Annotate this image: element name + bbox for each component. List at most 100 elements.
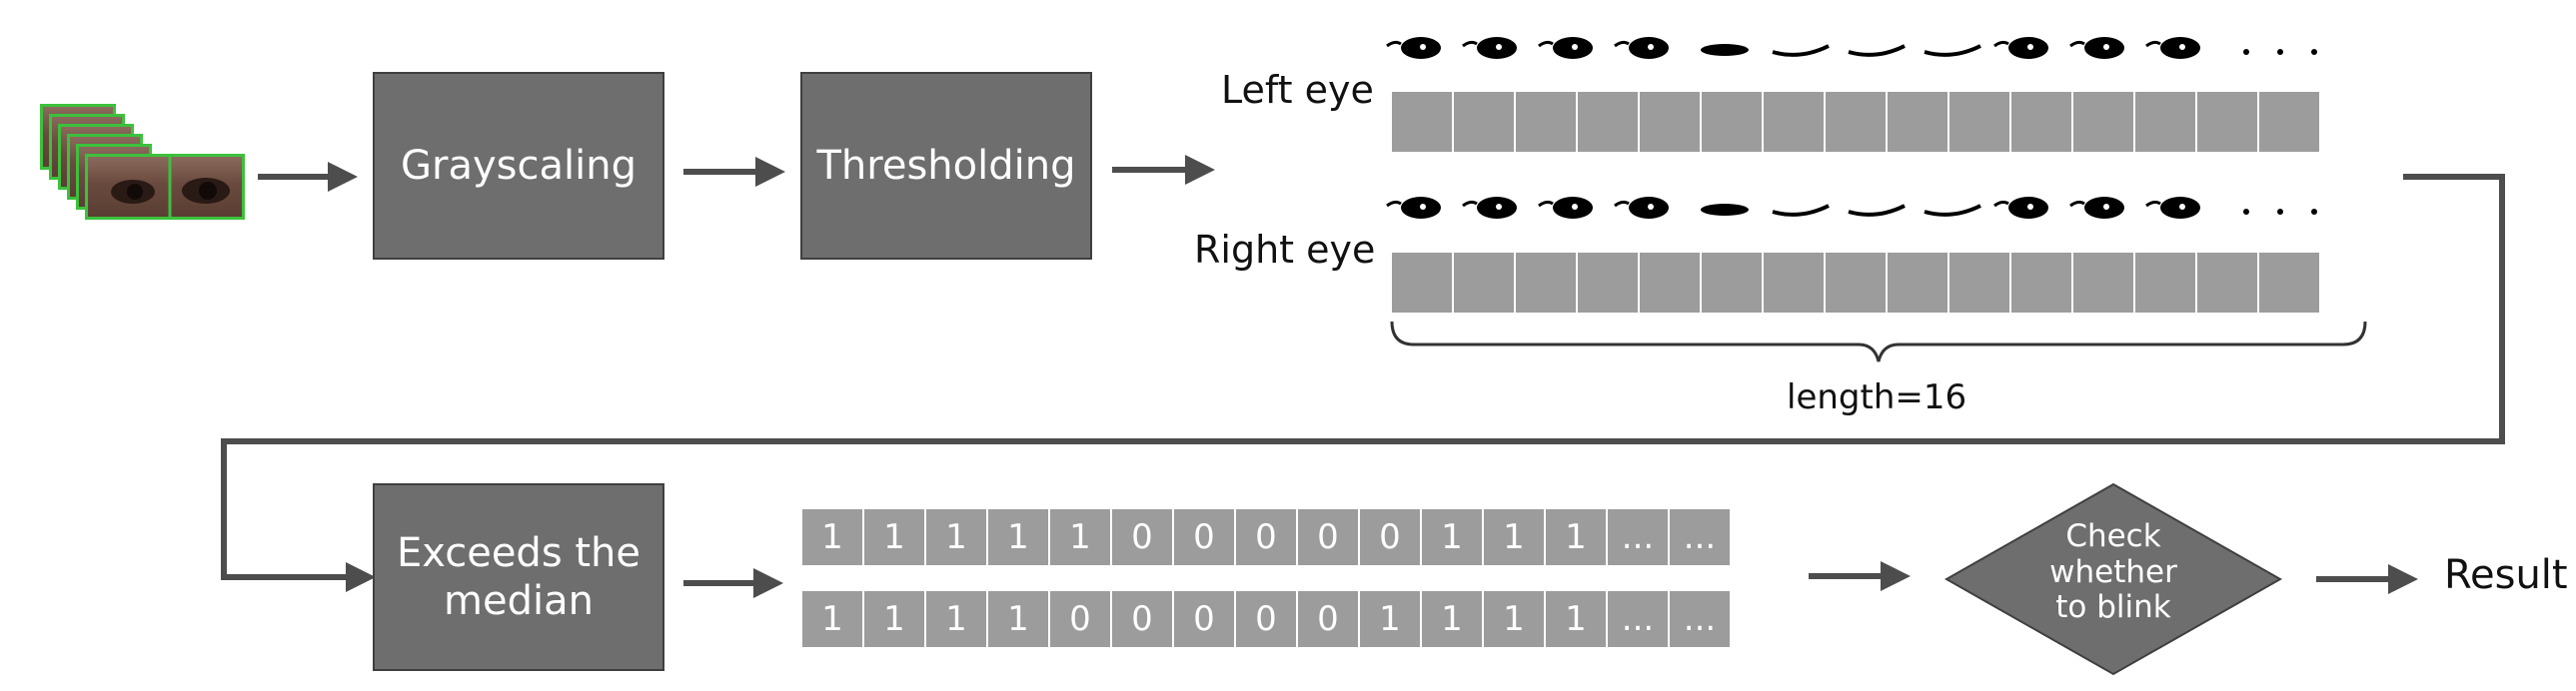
check-label-line1: Check	[2065, 518, 2161, 554]
bit-cell: 1	[1421, 590, 1483, 648]
eye-thumbnail-open	[1386, 37, 1441, 59]
bit-cell: 1	[1483, 508, 1545, 566]
bit-cell: 0	[1111, 508, 1173, 566]
eye-thumbnail-closed	[1848, 204, 1906, 217]
bit-cell: 0	[1359, 508, 1421, 566]
thresholding-label: Thresholding	[816, 143, 1076, 189]
eye-thumbnail-open	[1993, 197, 2048, 219]
length-label: length=16	[1787, 377, 1967, 417]
eye-cell	[1453, 252, 1515, 314]
ellipsis-dot	[2277, 209, 2283, 215]
eye-thumbnail-closed	[1848, 44, 1906, 57]
eye-cell	[2258, 91, 2320, 153]
ellipsis-dot	[2277, 49, 2283, 55]
eye-cell	[2010, 91, 2072, 153]
eye-cell	[1701, 252, 1763, 314]
eye-cell	[2010, 252, 2072, 314]
bit-cell: 1	[1421, 508, 1483, 566]
right-eye-label: Right eye	[1194, 228, 1376, 272]
eye-cell	[1948, 91, 2010, 153]
eye-cell	[1577, 252, 1639, 314]
right-eye-cells	[1391, 252, 2320, 314]
eye-thumbnail-open	[2069, 37, 2124, 59]
ellipsis-dot	[2311, 49, 2317, 55]
bit-cell: 0	[1173, 508, 1235, 566]
eye-cell	[1391, 91, 1453, 153]
flow-line-wrap	[221, 174, 2505, 592]
exceeds-median-box: Exceeds the median	[373, 483, 664, 671]
bit-cell: 0	[1235, 590, 1297, 648]
check-diamond	[1943, 482, 2283, 676]
bit-cell: ...	[1669, 508, 1731, 566]
eye-cell	[1453, 91, 1515, 153]
eye-thumbnail-open	[2145, 37, 2200, 59]
eye-cell	[1639, 252, 1701, 314]
eye-cell	[1887, 252, 1948, 314]
check-label-line3: to blink	[2055, 589, 2171, 626]
length-brace	[1390, 321, 2367, 362]
eye-thumbnail-closed	[1772, 44, 1830, 57]
eye-thumbnail-open	[1538, 197, 1593, 219]
eye-cell	[1577, 91, 1639, 153]
bit-cell: 0	[1235, 508, 1297, 566]
left-eye-label: Left eye	[1221, 68, 1374, 112]
bit-cell: 1	[925, 590, 987, 648]
bit-cell: 0	[1297, 590, 1359, 648]
bit-cell: 1	[801, 508, 863, 566]
bit-cell: 1	[801, 590, 863, 648]
grayscaling-box: Grayscaling	[373, 72, 664, 260]
ellipsis-dot	[2243, 49, 2249, 55]
eye-thumbnail-open	[1614, 197, 1669, 219]
eye-thumbnail-open	[1993, 37, 2048, 59]
eye-cell	[1639, 91, 1701, 153]
eye-cell	[1391, 252, 1453, 314]
bit-cell: ...	[1669, 590, 1731, 648]
eye-thumbnail-open	[1614, 37, 1669, 59]
eye-cell	[1701, 91, 1763, 153]
eye-thumbnail-open	[1462, 37, 1517, 59]
bit-cell: 0	[1111, 590, 1173, 648]
eye-thumbnail-open	[1462, 197, 1517, 219]
eye-cell	[2072, 252, 2134, 314]
exceeds-label-line2: median	[444, 578, 594, 624]
eye-thumbnail-half	[1701, 44, 1749, 56]
bit-cell: ...	[1607, 508, 1669, 566]
eye-frame	[85, 154, 245, 220]
grayscaling-label: Grayscaling	[401, 143, 637, 189]
eye-thumbnail-open	[2069, 197, 2124, 219]
bit-cell: 0	[1173, 590, 1235, 648]
eye-cell	[1825, 252, 1887, 314]
eye-thumbnail-closed	[1924, 44, 1981, 57]
eye-cell	[1763, 252, 1825, 314]
eye-cell	[1515, 91, 1577, 153]
exceeds-label-line1: Exceeds the	[396, 530, 642, 576]
eye-cell	[1948, 252, 2010, 314]
bit-cell: 1	[1049, 508, 1111, 566]
bit-cell: ...	[1607, 590, 1669, 648]
bit-cell: 0	[1049, 590, 1111, 648]
eye-thumbnail-closed	[1924, 204, 1981, 217]
left-eye-cells	[1391, 91, 2320, 153]
left-eye-thumbnails	[1386, 37, 2317, 59]
eye-cell	[2134, 252, 2196, 314]
eye-cell	[1763, 91, 1825, 153]
bit-cell: 1	[1483, 590, 1545, 648]
eye-thumbnail-closed	[1772, 204, 1830, 217]
ellipsis-dot	[2243, 209, 2249, 215]
bit-cell: 1	[1545, 590, 1607, 648]
eye-cell	[2196, 91, 2258, 153]
check-label: Check whether to blink	[1993, 518, 2233, 626]
eye-cell	[2072, 91, 2134, 153]
bit-cell: 1	[987, 508, 1049, 566]
eye-thumbnail-half	[1701, 204, 1749, 216]
eye-thumbnail-open	[1386, 197, 1441, 219]
bit-cell: 1	[987, 590, 1049, 648]
check-label-line2: whether	[2049, 553, 2177, 590]
bit-cell: 0	[1297, 508, 1359, 566]
bit-cell: 1	[863, 590, 925, 648]
right-eye-thumbnails	[1386, 197, 2317, 219]
